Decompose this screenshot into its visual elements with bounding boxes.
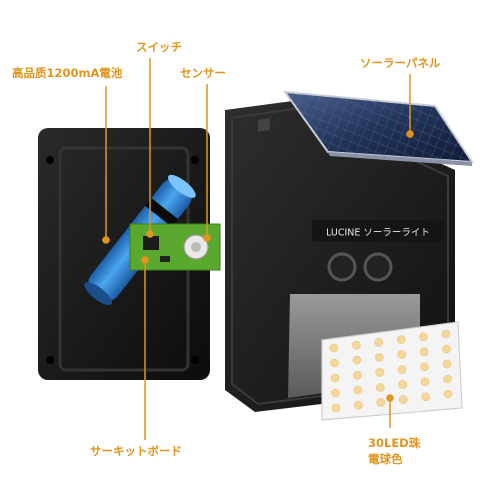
led-dot [443, 374, 452, 384]
led-dot [398, 395, 408, 404]
led-dot [353, 385, 363, 395]
led-dot [442, 359, 452, 369]
led-dot [419, 332, 428, 342]
led-dot [376, 398, 386, 407]
battery-label: 高品质1200mA電池 [12, 66, 123, 80]
led-dot [331, 403, 341, 413]
led-dot [352, 355, 362, 365]
led-dot [419, 347, 429, 357]
led-dot [329, 343, 339, 353]
led-dot [352, 340, 361, 350]
led-dot [375, 383, 385, 392]
circuit-board [129, 223, 221, 271]
leader-lines [102, 58, 414, 440]
led-dot [397, 365, 407, 374]
led-dot [441, 329, 451, 339]
led-dot [398, 380, 408, 389]
led-dot [442, 344, 451, 354]
led-board [321, 321, 463, 421]
led-dot [375, 368, 385, 377]
led-dot [443, 389, 453, 399]
led-label-line1: 30LED珠 [368, 436, 421, 450]
circuit-board-label: サーキットボード [90, 444, 182, 458]
brand-label: LUCINE ソーラーライト [326, 228, 430, 239]
pir-sensor-right [363, 252, 393, 282]
led-dot [396, 335, 406, 344]
switch-label: スイッチ [136, 40, 182, 54]
led-dot [421, 392, 430, 402]
led-dot [374, 338, 384, 347]
led-dot [331, 388, 340, 398]
solar-panel [282, 90, 474, 166]
switch [143, 236, 159, 250]
led-dot [330, 358, 339, 368]
led-dot [353, 370, 362, 380]
led-label-line2: 電球色 [368, 452, 403, 466]
led-dot [420, 362, 429, 372]
pir-sensor-left [327, 252, 357, 282]
led-dot [420, 377, 430, 387]
led-dot [330, 373, 340, 383]
sensor-label: センサー [180, 66, 226, 80]
led-dot [374, 353, 384, 362]
led-dot [397, 350, 407, 359]
led-dot [354, 400, 363, 410]
solar-panel-label: ソーラーパネル [360, 56, 441, 70]
